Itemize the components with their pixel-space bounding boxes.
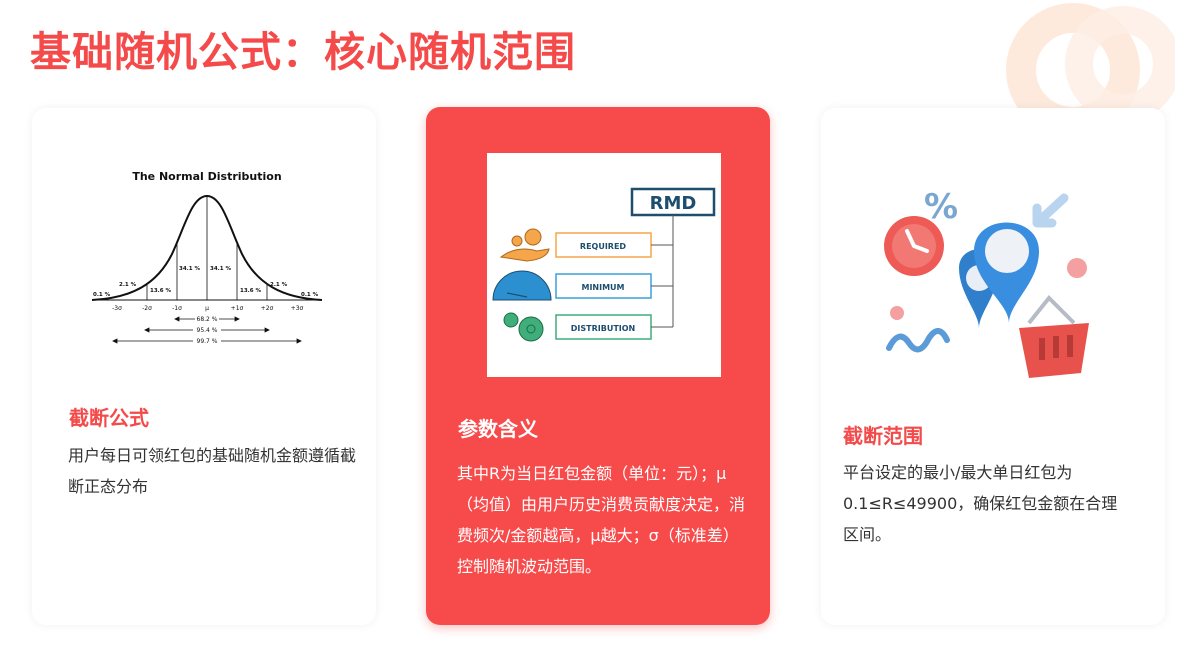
svg-text:13.6 %: 13.6 % (150, 288, 171, 294)
card-heading: 参数含义 (458, 417, 538, 441)
card-body: 用户每日可领红包的基础随机金额遵循截断正态分布 (68, 446, 357, 496)
svg-text:RMD: RMD (650, 193, 697, 214)
svg-text:-3σ: -3σ (112, 305, 122, 312)
svg-text:DISTRIBUTION: DISTRIBUTION (571, 324, 636, 333)
card-body: 其中R为当日红包金额（单位：元）；μ（均值）由用户历史消费贡献度决定，消费频次/… (457, 464, 746, 576)
svg-text:68.2 %: 68.2 % (197, 316, 218, 323)
svg-text:13.6 %: 13.6 % (240, 288, 261, 294)
svg-text:99.7 %: 99.7 % (197, 338, 218, 345)
svg-text:%: % (924, 187, 958, 227)
card-truncation-formula: The Normal Distribution 0.1 % 2.1 % 13.6… (32, 108, 376, 625)
svg-text:MINIMUM: MINIMUM (581, 283, 624, 292)
rmd-diagram-icon: RMD REQUIRED MINIMUM DISTRIBUTION (487, 153, 721, 377)
svg-text:34.1 %: 34.1 % (179, 266, 200, 272)
svg-text:+3σ: +3σ (291, 305, 304, 312)
svg-text:2.1 %: 2.1 % (270, 282, 288, 288)
svg-text:0.1 %: 0.1 % (93, 292, 111, 298)
svg-text:+2σ: +2σ (261, 305, 274, 312)
shopping-location-illustration-icon: % (884, 187, 1089, 378)
normal-distribution-chart-icon: The Normal Distribution 0.1 % 2.1 % 13.6… (91, 170, 323, 345)
svg-text:-2σ: -2σ (142, 305, 152, 312)
card-heading: 截断范围 (843, 424, 923, 448)
card-parameter-meaning: RMD REQUIRED MINIMUM DISTRIBUTION 参数含义 其… (426, 107, 770, 625)
svg-text:+1σ: +1σ (231, 305, 244, 312)
card-heading: 截断公式 (69, 406, 149, 430)
svg-text:-1σ: -1σ (172, 305, 182, 312)
svg-text:95.4 %: 95.4 % (197, 327, 218, 334)
svg-text:2.1 %: 2.1 % (119, 282, 137, 288)
svg-text:34.1 %: 34.1 % (210, 266, 231, 272)
svg-text:REQUIRED: REQUIRED (580, 242, 627, 251)
page-title: 基础随机公式：核心随机范围 (30, 28, 576, 76)
card-body: 平台设定的最小/最大单日红包为0.1≤R≤49900，确保红包金额在合理区间。 (843, 463, 1118, 544)
svg-text:μ: μ (205, 305, 209, 312)
svg-text:The Normal Distribution: The Normal Distribution (132, 170, 281, 183)
svg-text:0.1 %: 0.1 % (301, 292, 319, 298)
card-truncation-range: % 截断范围 平台设定的最小/最大单日红包为0.1≤R≤49900，确保红包金额… (821, 108, 1165, 625)
